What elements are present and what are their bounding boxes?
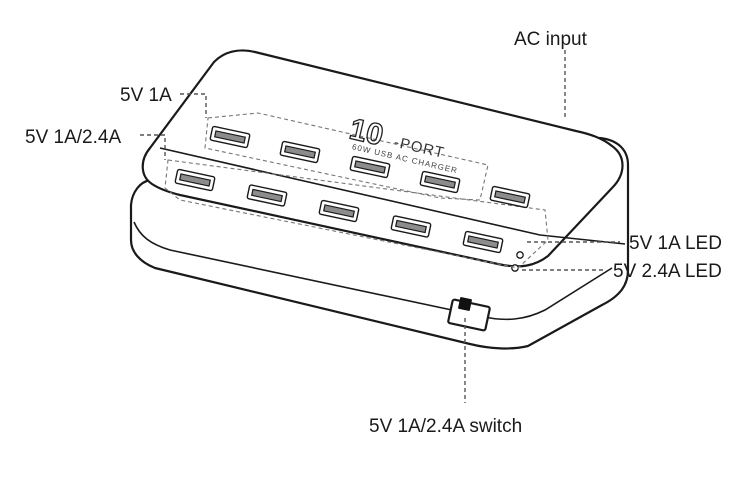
callout-switch: 5V 1A/2.4A switch xyxy=(369,416,522,437)
usb-port-bottom-1 xyxy=(174,168,216,192)
usb-port-bottom-5 xyxy=(462,230,504,254)
usb-port-top-3 xyxy=(349,155,391,179)
charger-device xyxy=(129,49,630,350)
usb-port-tongue xyxy=(493,190,527,204)
usb-port-tongue xyxy=(250,188,284,203)
leader-lines xyxy=(140,50,620,403)
leader-top-row xyxy=(180,93,207,118)
usb-port-top-5 xyxy=(489,185,531,209)
callout-top-row: 5V 1A xyxy=(120,85,172,106)
usb-port-bottom-3 xyxy=(318,199,360,223)
usb-port-bottom-4 xyxy=(390,215,432,238)
usb-port-bottom-2 xyxy=(246,184,288,207)
leader-bottom-row xyxy=(140,134,166,160)
usb-port-top-2 xyxy=(279,140,321,164)
usb-port-tongue xyxy=(283,145,317,159)
row-divider-line xyxy=(159,147,626,245)
switch-knob xyxy=(458,297,472,311)
usb-port-tongue xyxy=(353,160,387,174)
usb-port-tongue xyxy=(423,175,457,189)
callout-bottom-row: 5V 1A/2.4A xyxy=(25,127,121,148)
usb-port-tongue xyxy=(394,219,428,234)
callout-led-24a: 5V 2.4A LED xyxy=(613,261,722,282)
led-1a-indicator xyxy=(516,251,524,259)
led-24a-indicator xyxy=(511,264,519,272)
callout-led-1a: 5V 1A LED xyxy=(629,233,722,254)
bottom-row-dashbox xyxy=(164,159,549,269)
callout-ac-input: AC input xyxy=(514,29,588,50)
usb-port-top-4 xyxy=(419,170,461,194)
usb-port-tongue xyxy=(322,204,356,218)
brand-number: 10 xyxy=(346,113,386,153)
usb-port-top-1 xyxy=(209,125,251,149)
top-row-dashbox xyxy=(204,112,489,201)
usb-port-tongue xyxy=(466,235,500,249)
usb-port-tongue xyxy=(213,130,247,144)
usb-port-tongue xyxy=(178,173,212,187)
usb-ports xyxy=(174,125,531,254)
